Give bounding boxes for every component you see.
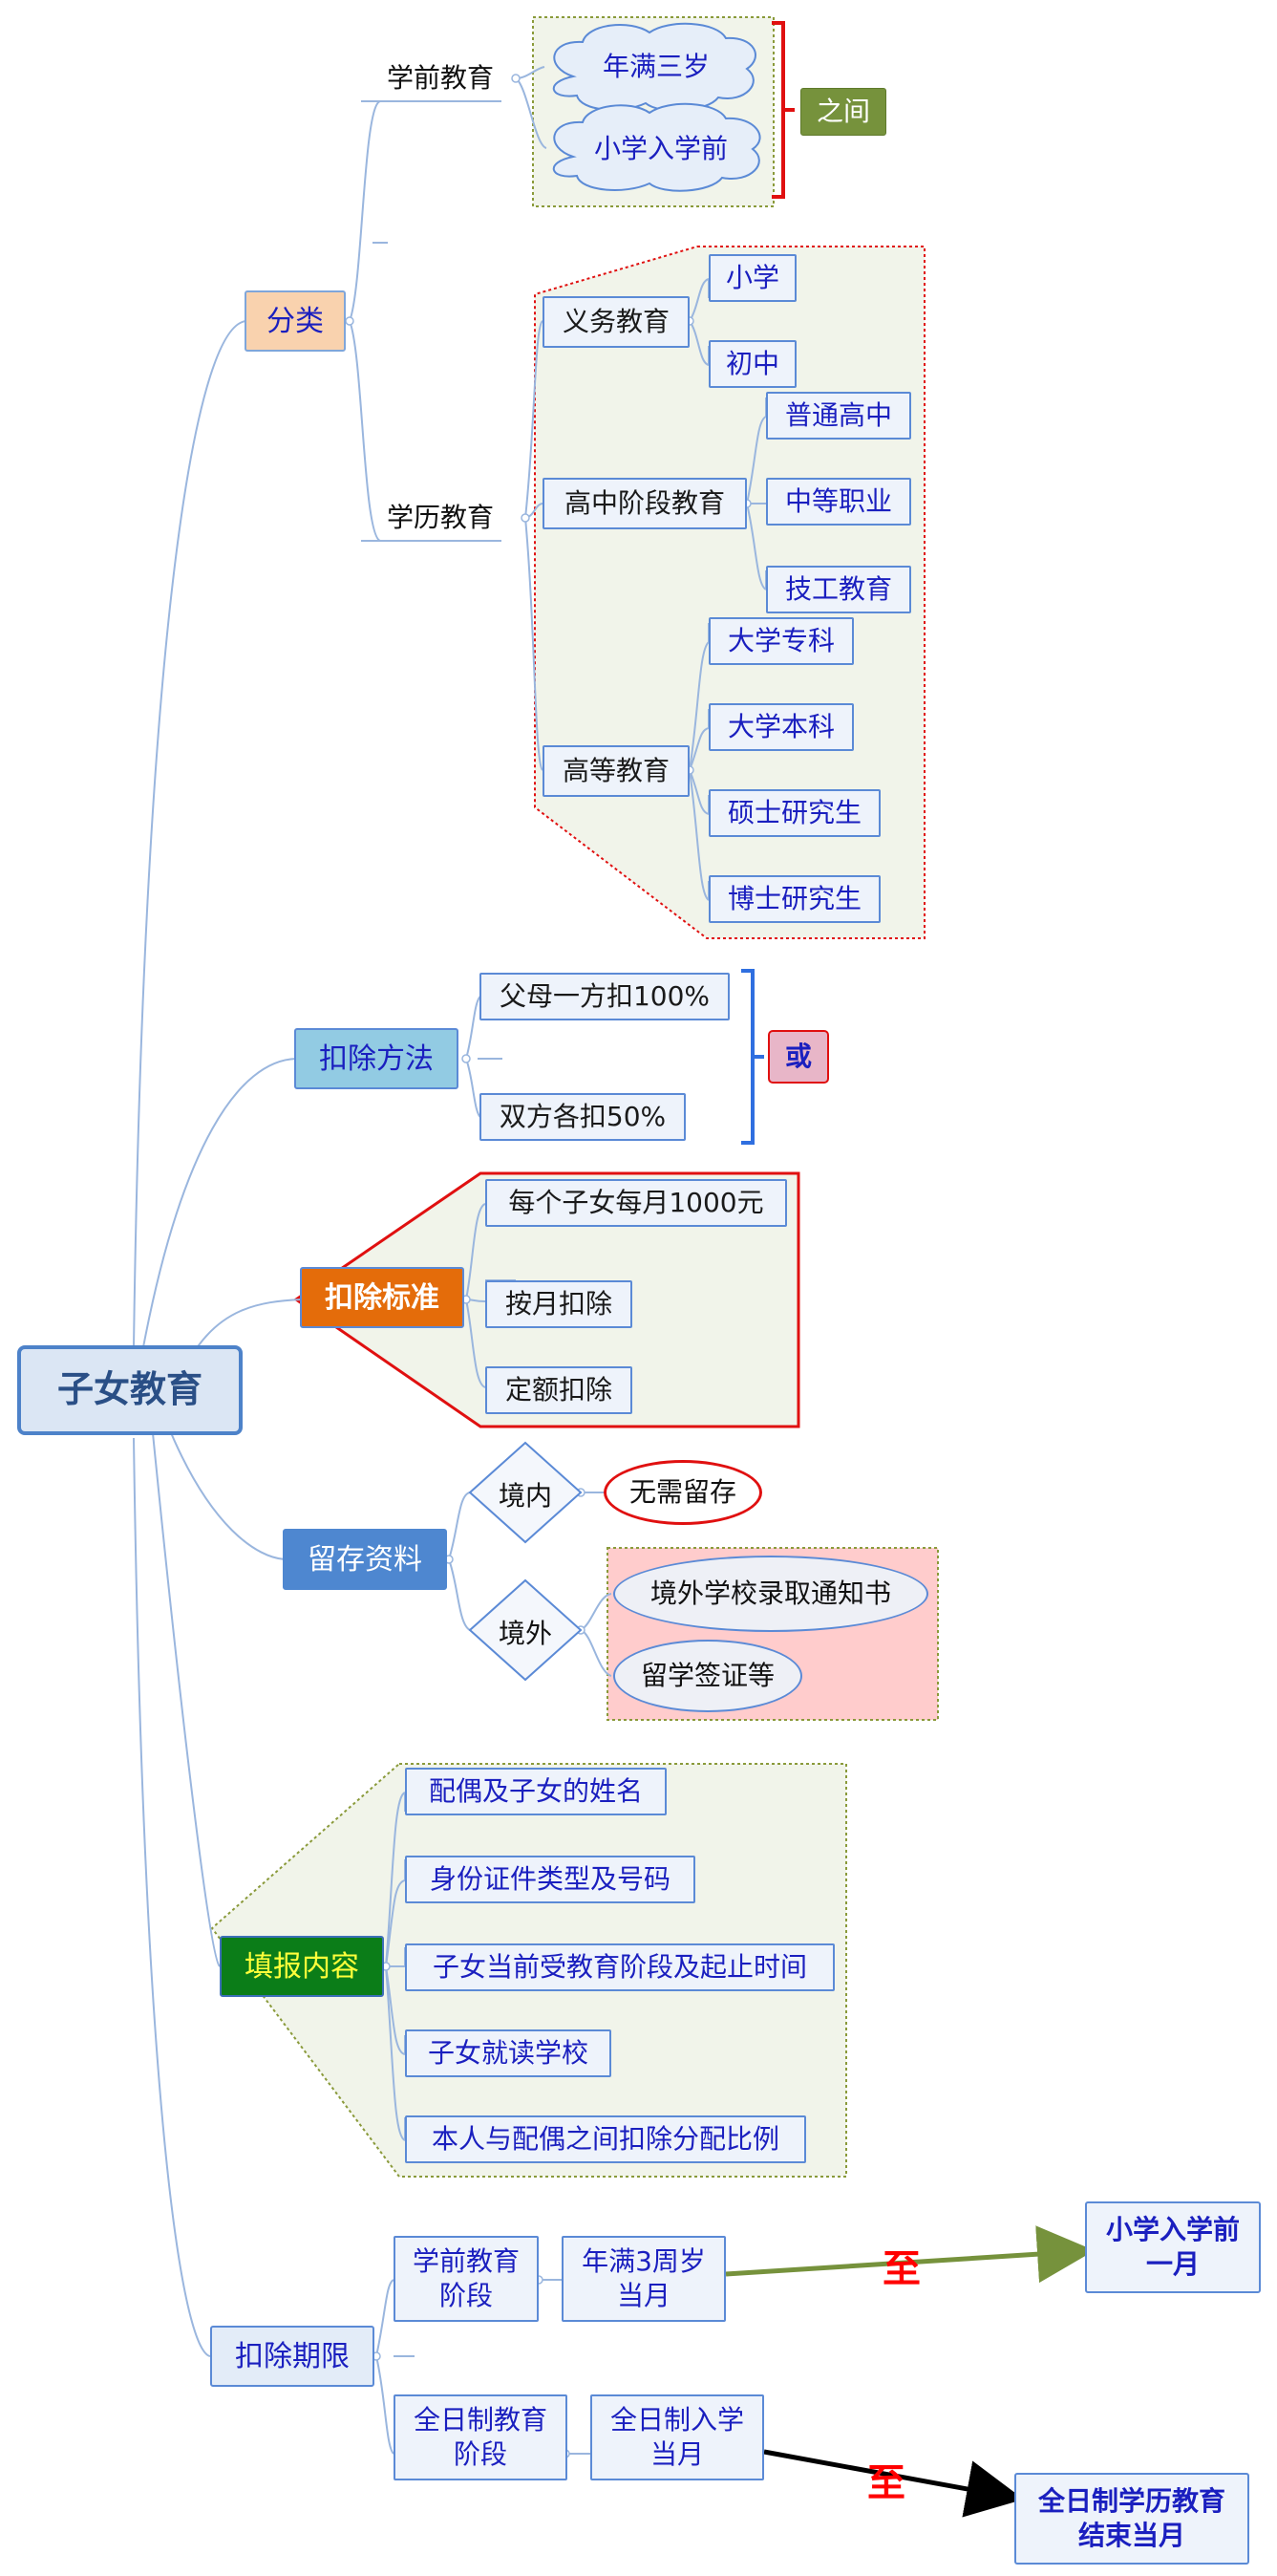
arrow-fulltime-period: [763, 2449, 1024, 2518]
diamond-domestic: [468, 1441, 583, 1544]
note-or[interactable]: 或: [768, 1030, 829, 1084]
node-fill[interactable]: 填报内容: [220, 1936, 384, 1997]
node-higher-education[interactable]: 高等教育: [543, 745, 690, 797]
node-period-fulltime-start[interactable]: 全日制入学 当月: [590, 2394, 764, 2480]
node-one-parent[interactable]: 父母一方扣100%: [479, 973, 730, 1020]
node-monthly[interactable]: 按月扣除: [485, 1280, 632, 1328]
node-vocational[interactable]: 中等职业: [766, 478, 911, 526]
node-fixed-amount[interactable]: 定额扣除: [485, 1366, 632, 1414]
node-no-retention[interactable]: 无需留存: [604, 1460, 762, 1525]
cloud-before-primary: [552, 102, 761, 192]
node-fill-id[interactable]: 身份证件类型及号码: [405, 1856, 695, 1903]
connector-label-to-1: 至: [883, 2247, 921, 2291]
node-regular-high[interactable]: 普通高中: [766, 392, 911, 440]
node-fill-school[interactable]: 子女就读学校: [405, 2029, 611, 2077]
node-master[interactable]: 硕士研究生: [709, 789, 881, 837]
node-preschool[interactable]: 学前教育: [386, 61, 494, 94]
diamond-label-overseas[interactable]: 境外: [498, 1618, 552, 1649]
node-records[interactable]: 留存资料: [283, 1529, 447, 1590]
bracket-preschool: [772, 21, 795, 199]
node-technical[interactable]: 技工教育: [766, 566, 911, 613]
node-fill-stage[interactable]: 子女当前受教育阶段及起止时间: [405, 1943, 835, 1991]
node-high-school-stage[interactable]: 高中阶段教育: [543, 478, 747, 529]
diamond-overseas: [468, 1578, 583, 1682]
node-per-child-amount[interactable]: 每个子女每月1000元: [485, 1179, 787, 1227]
arrow-preschool-period: [725, 2225, 1095, 2284]
node-academic[interactable]: 学历教育: [386, 501, 494, 533]
root-node[interactable]: 子女教育: [17, 1345, 243, 1435]
diamond-label-domestic[interactable]: 境内: [498, 1480, 552, 1512]
cloud-label-before-primary[interactable]: 小学入学前: [593, 133, 728, 164]
node-fill-names[interactable]: 配偶及子女的姓名: [405, 1768, 667, 1815]
node-fill-ratio[interactable]: 本人与配偶之间扣除分配比例: [405, 2115, 806, 2163]
node-student-visa[interactable]: 留学签证等: [613, 1640, 802, 1712]
node-period-preschool-end[interactable]: 小学入学前 一月: [1085, 2201, 1261, 2293]
node-doctor[interactable]: 博士研究生: [709, 875, 881, 923]
node-period[interactable]: 扣除期限: [210, 2326, 374, 2387]
node-period-fulltime-end[interactable]: 全日制学历教育 结束当月: [1014, 2473, 1249, 2565]
node-primary-school[interactable]: 小学: [709, 254, 797, 302]
node-standard[interactable]: 扣除标准: [300, 1267, 464, 1328]
node-period-fulltime-stage[interactable]: 全日制教育 阶段: [394, 2394, 567, 2480]
node-classification[interactable]: 分类: [245, 290, 346, 352]
node-admission-letter[interactable]: 境外学校录取通知书: [613, 1556, 928, 1632]
node-junior-college[interactable]: 大学专科: [709, 617, 854, 665]
bracket-method: [741, 969, 764, 1145]
node-period-preschool-start[interactable]: 年满3周岁 当月: [562, 2236, 726, 2322]
cloud-label-age-three[interactable]: 年满三岁: [602, 51, 710, 82]
node-both-parents[interactable]: 双方各扣50%: [479, 1093, 686, 1141]
connector-label-to-2: 至: [867, 2461, 905, 2505]
node-period-preschool-stage[interactable]: 学前教育 阶段: [394, 2236, 539, 2322]
node-compulsory[interactable]: 义务教育: [543, 296, 690, 348]
note-between[interactable]: 之间: [800, 88, 886, 136]
node-junior-high[interactable]: 初中: [709, 340, 797, 388]
cloud-age-three: [552, 22, 756, 112]
node-bachelor[interactable]: 大学本科: [709, 703, 854, 751]
node-method[interactable]: 扣除方法: [294, 1028, 458, 1089]
